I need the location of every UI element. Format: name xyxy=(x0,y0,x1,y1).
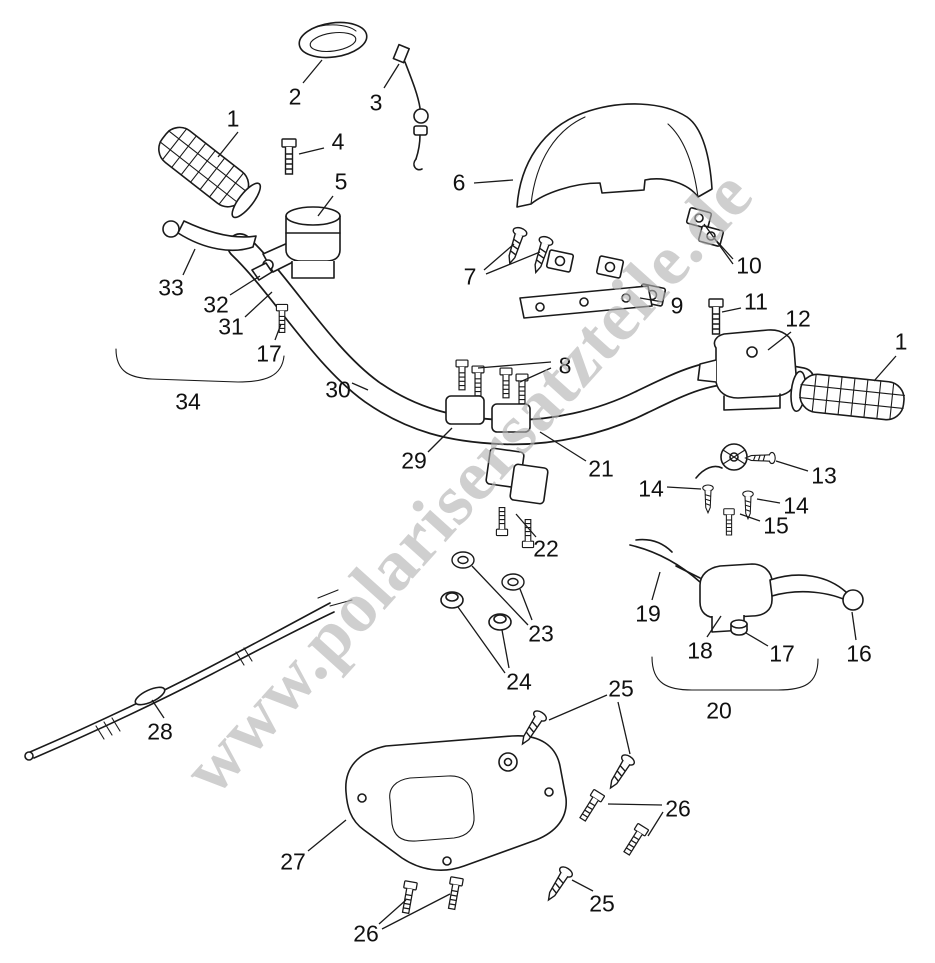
callout-28: 28 xyxy=(147,718,173,745)
brace-20 xyxy=(651,656,819,691)
callout-19: 19 xyxy=(635,600,661,627)
throttle-cable xyxy=(24,589,353,761)
callout-6: 6 xyxy=(452,169,466,196)
callout-7: 7 xyxy=(463,263,477,290)
handlebar-clamps xyxy=(445,395,531,433)
adjuster-disc xyxy=(695,443,748,479)
left-handlebar-grip xyxy=(158,126,262,219)
callout-1: 1 xyxy=(226,105,240,132)
callout-26: 26 xyxy=(353,920,379,947)
right-handlebar-grip xyxy=(790,370,905,421)
callout-21: 21 xyxy=(588,455,614,482)
callout-32: 32 xyxy=(203,291,229,318)
callout-1: 1 xyxy=(894,328,908,355)
callout-4: 4 xyxy=(331,128,345,155)
left-brake-lever xyxy=(162,220,257,252)
callout-29: 29 xyxy=(401,447,427,474)
callout-5: 5 xyxy=(334,168,348,195)
callout-27: 27 xyxy=(280,848,306,875)
callout-8: 8 xyxy=(558,352,572,379)
brace-34 xyxy=(115,348,285,383)
callout-14: 14 xyxy=(783,492,809,519)
callout-14: 14 xyxy=(638,475,664,502)
callout-31: 31 xyxy=(218,313,244,340)
ignition-wire xyxy=(392,43,429,171)
callout-16: 16 xyxy=(846,640,872,667)
callout-24: 24 xyxy=(506,668,532,695)
key-cap xyxy=(298,21,368,59)
flange-nuts-24 xyxy=(440,591,512,631)
callout-13: 13 xyxy=(811,462,837,489)
callout-18: 18 xyxy=(687,637,713,664)
lever-nut-17 xyxy=(730,619,748,636)
callout-33: 33 xyxy=(158,274,184,301)
master-cylinder xyxy=(251,206,341,281)
callout-10: 10 xyxy=(736,252,762,279)
callout-25: 25 xyxy=(608,675,634,702)
callout-11: 11 xyxy=(744,288,768,315)
callout-17: 17 xyxy=(769,640,795,667)
callout-17: 17 xyxy=(256,340,282,367)
leader-lines xyxy=(151,59,897,930)
callout-9: 9 xyxy=(670,292,684,319)
support-bracket xyxy=(519,285,653,319)
callout-15: 15 xyxy=(763,512,789,539)
handlebar-cover xyxy=(345,735,567,871)
callout-34: 34 xyxy=(175,388,201,415)
brake-cable xyxy=(629,538,701,583)
callout-3: 3 xyxy=(369,89,383,116)
callout-26: 26 xyxy=(665,795,691,822)
callout-12: 12 xyxy=(785,305,811,332)
callout-2: 2 xyxy=(288,83,302,110)
callout-23: 23 xyxy=(528,620,554,647)
callout-22: 22 xyxy=(533,535,559,562)
callout-30: 30 xyxy=(325,376,351,403)
headlight-pod-cover xyxy=(516,103,713,208)
callout-20: 20 xyxy=(706,697,732,724)
callout-25: 25 xyxy=(589,890,615,917)
riser-blocks xyxy=(485,447,549,505)
